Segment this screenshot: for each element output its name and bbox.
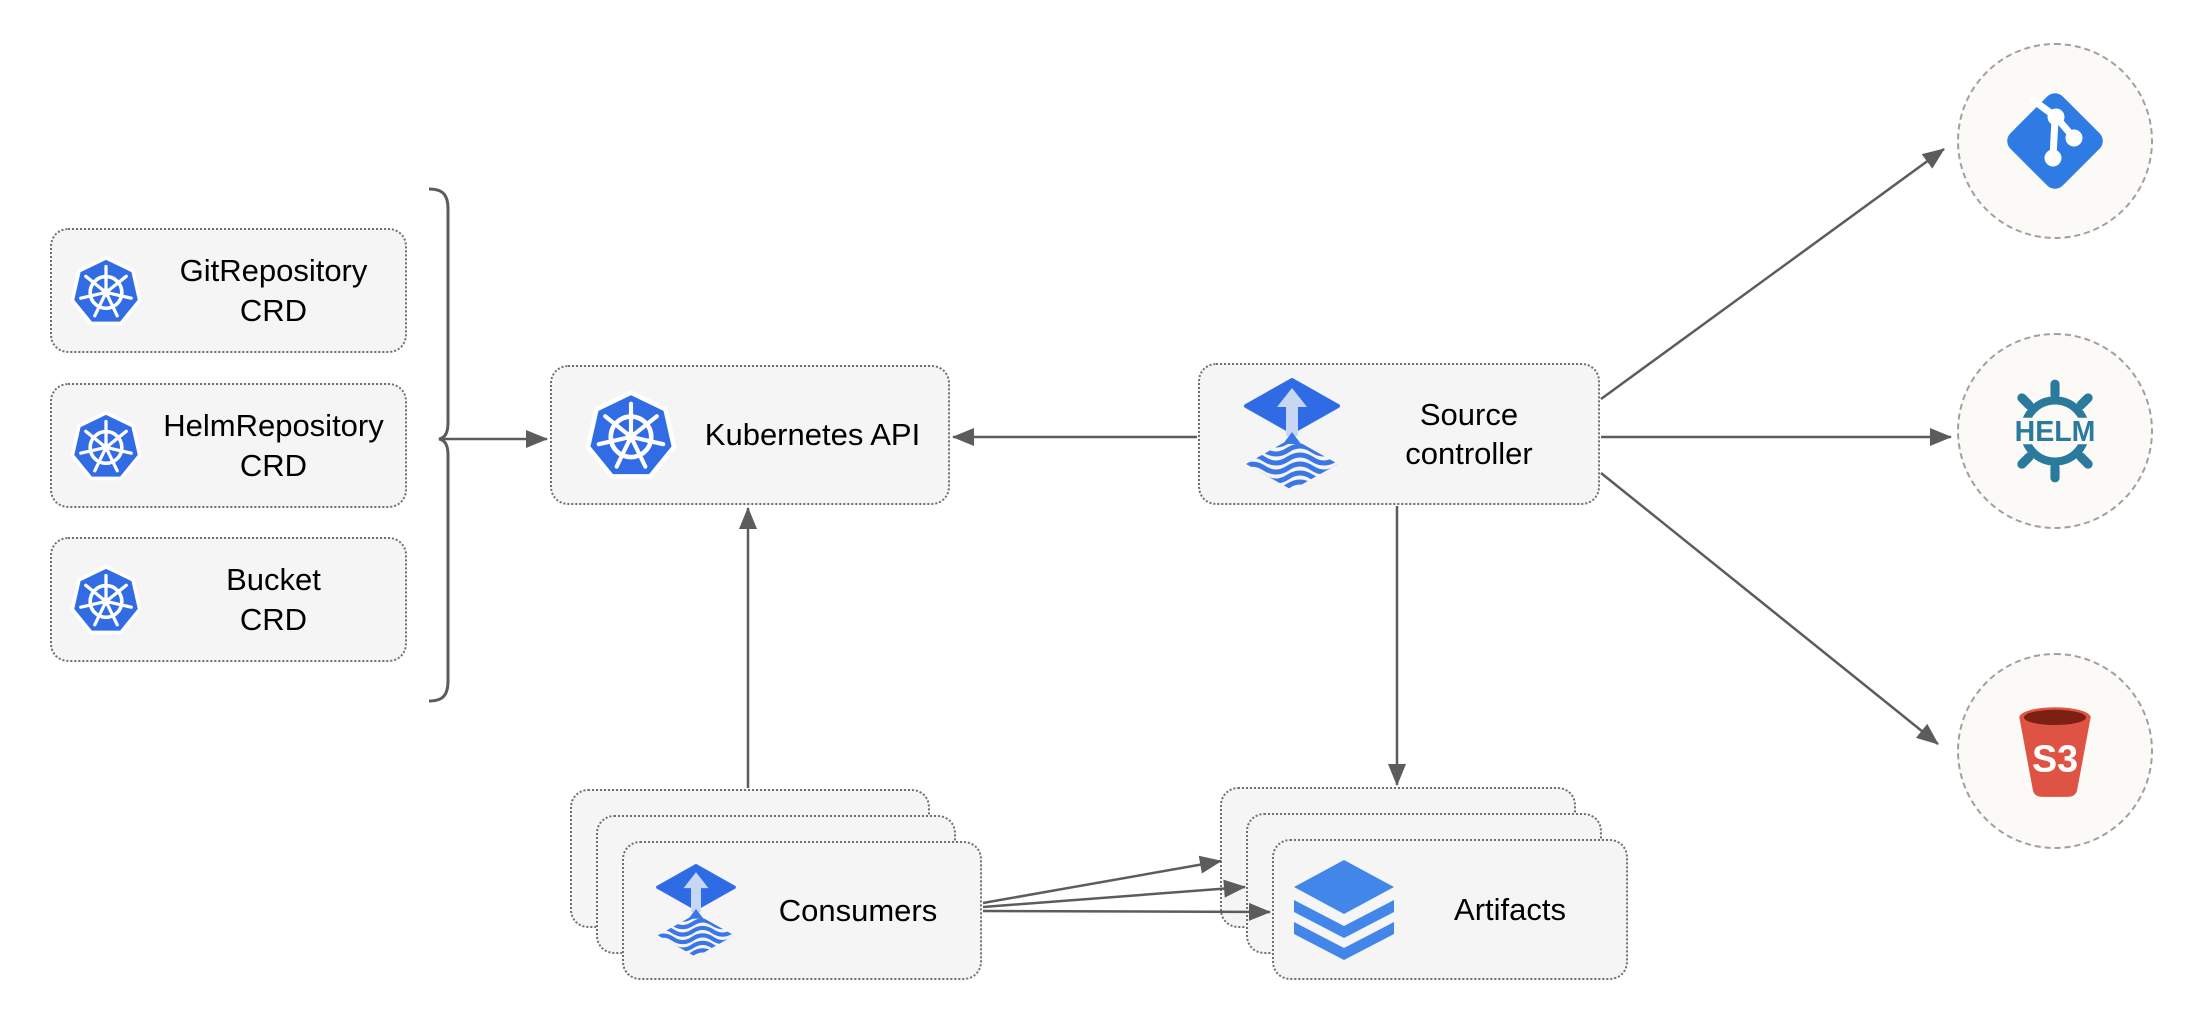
flux-icon xyxy=(656,864,736,957)
node-label: HelmRepository CRD xyxy=(142,406,405,485)
node-label: Source controller xyxy=(1340,395,1598,474)
node-label: Bucket CRD xyxy=(142,560,405,639)
arrow-consumers-to-artifacts-1 xyxy=(982,855,1222,905)
arrow-sourcecontroller-to-s3 xyxy=(1600,472,1939,745)
layers-icon xyxy=(1294,859,1394,960)
node-artifacts: Artifacts xyxy=(1272,839,1628,980)
git-icon xyxy=(2007,93,2103,189)
node-gitrepository-crd: GitRepository CRD xyxy=(50,228,407,353)
node-label: Artifacts xyxy=(1454,891,1566,927)
node-label-line2: CRD xyxy=(239,601,308,637)
node-label-line2: CRD xyxy=(239,447,308,483)
node-s3-bucket: S3 xyxy=(1957,653,2153,849)
flux-icon xyxy=(1244,378,1340,490)
kubernetes-icon xyxy=(70,410,142,480)
crd-group-brace xyxy=(428,187,450,703)
node-label: Kubernetes API xyxy=(704,417,921,453)
arrow-consumers-to-artifacts-2 xyxy=(982,879,1246,909)
node-helmrepository-crd: HelmRepository CRD xyxy=(50,383,407,508)
node-label-line2: controller xyxy=(1405,436,1533,471)
helm-logo-text: HELM xyxy=(2015,416,2096,448)
node-label-line1: HelmRepository xyxy=(163,408,384,444)
arrow-sourcecontroller-to-git xyxy=(1600,147,1945,401)
node-label: Consumers xyxy=(778,892,938,928)
node-bucket-crd: Bucket CRD xyxy=(50,537,407,662)
node-label-line1: Source xyxy=(1419,396,1519,432)
node-label-line1: GitRepository xyxy=(179,253,368,289)
helm-icon: HELM xyxy=(2007,379,2103,483)
kubernetes-icon xyxy=(70,564,142,634)
s3-bucket-icon: S3 xyxy=(2019,707,2091,797)
kubernetes-icon xyxy=(585,389,677,481)
node-kubernetes-api: Kubernetes API xyxy=(550,365,950,505)
node-source-controller: Source controller xyxy=(1198,363,1600,505)
node-label-line2: CRD xyxy=(239,292,308,328)
node-git-repository xyxy=(1957,43,2153,239)
node-label: GitRepository CRD xyxy=(142,251,405,330)
kubernetes-icon xyxy=(70,255,142,325)
s3-logo-text: S3 xyxy=(2032,737,2078,779)
node-label-line1: Bucket xyxy=(226,562,321,598)
node-helm-repository: HELM xyxy=(1957,333,2153,529)
node-consumers: Consumers xyxy=(622,841,982,980)
